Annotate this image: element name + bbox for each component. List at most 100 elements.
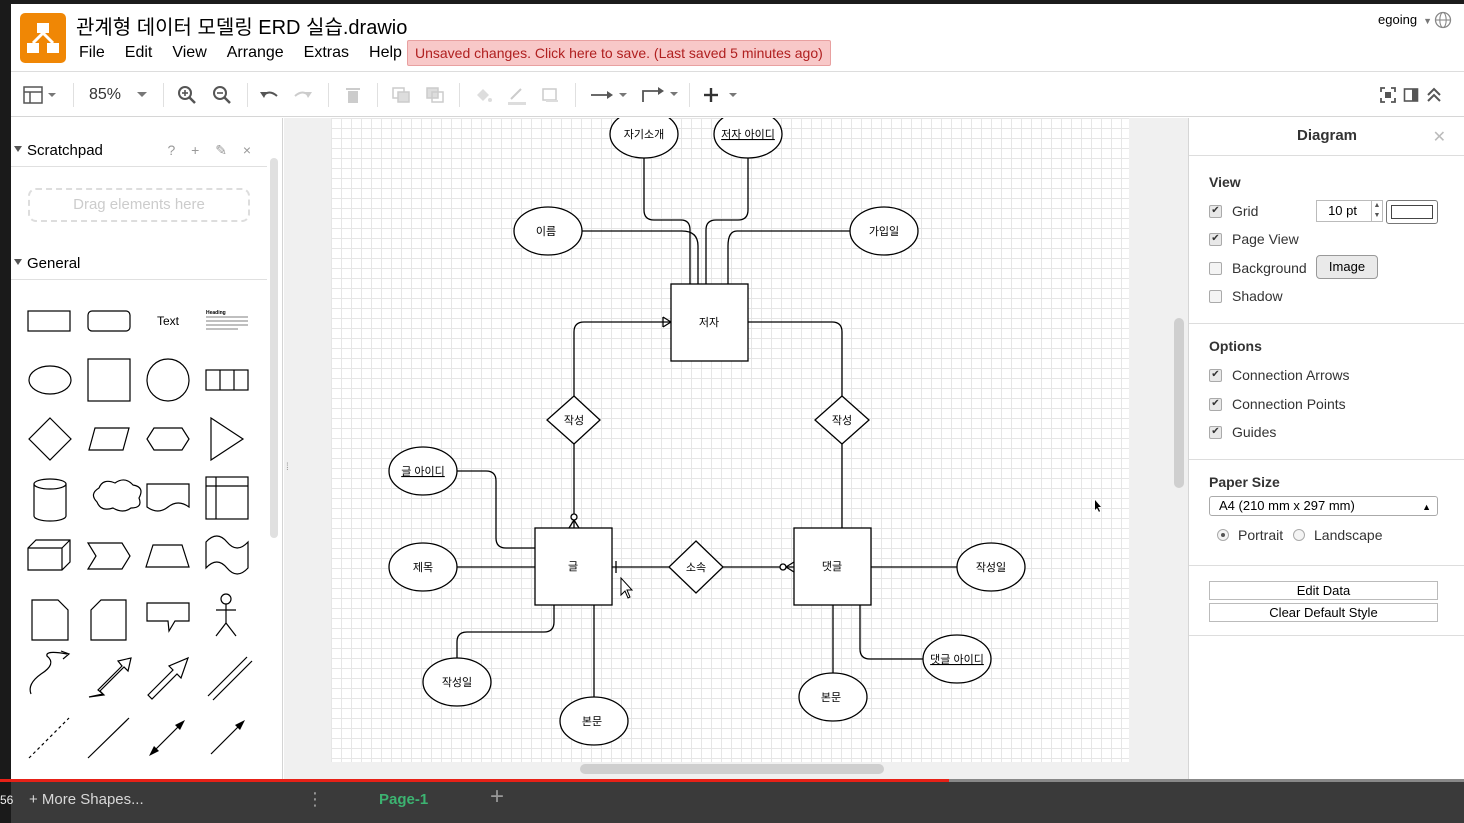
attr-comment-body-label: 본문: [821, 692, 841, 704]
shape-dashed-line: [28, 717, 70, 759]
shape-tape: [205, 535, 249, 575]
shadow-row[interactable]: Shadow: [1209, 286, 1283, 306]
relationship-write-right: [814, 395, 870, 445]
attr-author-id: [713, 118, 783, 159]
entity-post-label: 글: [568, 561, 578, 573]
zoom-dropdown-icon[interactable]: [135, 83, 149, 107]
attr-name: [513, 206, 583, 256]
shape-rounded-rectangle: [87, 310, 131, 332]
grid-size-input[interactable]: 10 pt: [1316, 200, 1372, 222]
portrait-radio[interactable]: Portrait: [1217, 527, 1283, 543]
attr-post-body: [559, 696, 629, 746]
connection-points-row[interactable]: ✔Connection Points: [1209, 394, 1346, 414]
zoom-out-icon[interactable]: [210, 83, 234, 107]
scratchpad-dropzone[interactable]: Drag elements here: [28, 188, 250, 222]
insert-icon[interactable]: [701, 83, 741, 107]
page-tab[interactable]: Page-1: [379, 791, 429, 808]
shape-parallelogram: [88, 427, 130, 451]
background-row[interactable]: Background: [1209, 258, 1307, 278]
menu-view[interactable]: View: [172, 44, 207, 61]
paper-size-select[interactable]: A4 (210 mm x 297 mm)▲: [1209, 496, 1438, 516]
connection-arrows-row[interactable]: ✔Connection Arrows: [1209, 365, 1350, 385]
diagram-page[interactable]: 저자 글 댓글 작성 작성 소속 자기소개 저자 아이디 이름 가입일 글 아이…: [331, 118, 1129, 762]
app-header: 관계형 데이터 모델링 ERD 실습.drawio File Edit View…: [11, 4, 1464, 72]
redo-icon[interactable]: [291, 83, 315, 107]
shape-internal-storage: [205, 476, 249, 520]
menu-arrange[interactable]: Arrange: [226, 44, 284, 61]
shape-document: [146, 483, 190, 512]
drawio-logo-icon[interactable]: [20, 13, 66, 63]
grid-row[interactable]: ✔Grid: [1209, 201, 1258, 221]
user-menu[interactable]: egoing▼: [1378, 12, 1432, 27]
shape-palette: Text Heading: [23, 294, 263, 767]
sidebar-resize-handle[interactable]: ⁞: [286, 462, 289, 473]
scratchpad-header[interactable]: Scratchpad ? + ✎ ×: [11, 133, 267, 167]
relationship-write-left-label: 작성: [564, 414, 584, 427]
add-page-icon[interactable]: +: [490, 783, 505, 810]
landscape-radio[interactable]: Landscape: [1293, 527, 1383, 543]
waypoints-icon[interactable]: [639, 83, 679, 107]
menu-extras[interactable]: Extras: [303, 44, 350, 61]
view-toggle-icon[interactable]: [21, 83, 59, 107]
zoom-level[interactable]: 85%: [89, 86, 122, 103]
shadow-label: Shadow: [1232, 288, 1283, 304]
collapse-icon[interactable]: [1424, 83, 1444, 107]
shadow-checkbox[interactable]: [1209, 289, 1222, 303]
connection-points-checkbox[interactable]: ✔: [1209, 397, 1222, 411]
document-title[interactable]: 관계형 데이터 모델링 ERD 실습.drawio: [76, 17, 408, 39]
grid-checkbox[interactable]: ✔: [1209, 204, 1222, 218]
attr-author-id-label: 저자 아이디: [721, 128, 775, 141]
edit-data-button[interactable]: Edit Data: [1209, 581, 1438, 600]
text-shape-label: Text: [157, 314, 180, 328]
portrait-radio-button[interactable]: [1217, 529, 1229, 541]
grid-color-button[interactable]: [1386, 200, 1438, 224]
video-top-bar: [0, 0, 1464, 4]
video-progress-played[interactable]: [0, 779, 949, 782]
menu-help[interactable]: Help: [369, 44, 402, 61]
globe-icon[interactable]: [1434, 11, 1452, 29]
pages-menu-icon[interactable]: ⋮: [306, 789, 324, 809]
delete-icon[interactable]: [341, 83, 365, 107]
to-front-icon[interactable]: [389, 83, 413, 107]
format-panel-icon[interactable]: [1401, 83, 1421, 107]
close-icon[interactable]: ✕: [1432, 129, 1446, 146]
clear-default-style-button[interactable]: Clear Default Style: [1209, 603, 1438, 622]
unsaved-changes-notice[interactable]: Unsaved changes. Click here to save. (La…: [407, 40, 831, 66]
scratchpad-tools[interactable]: ? + ✎ ×: [167, 142, 257, 158]
guides-checkbox[interactable]: ✔: [1209, 425, 1222, 439]
connection-arrows-checkbox[interactable]: ✔: [1209, 368, 1222, 382]
landscape-radio-button[interactable]: [1293, 529, 1305, 541]
landscape-label: Landscape: [1314, 527, 1383, 543]
zoom-in-icon[interactable]: [175, 83, 199, 107]
fullscreen-icon[interactable]: [1378, 83, 1398, 107]
grid-size-stepper-icon[interactable]: ▲▼: [1371, 200, 1383, 222]
shape-cylinder: [33, 484, 67, 522]
page-view-row[interactable]: ✔Page View: [1209, 229, 1299, 249]
menu-file[interactable]: File: [79, 44, 105, 61]
sidebar-scrollbar[interactable]: [270, 158, 278, 538]
fill-color-icon[interactable]: [471, 83, 495, 107]
image-button[interactable]: Image: [1316, 255, 1378, 279]
video-left-strip: [0, 0, 11, 823]
options-section-label: Options: [1209, 338, 1262, 354]
shape-triangle: [210, 416, 245, 462]
line-color-icon[interactable]: [505, 83, 529, 107]
connection-icon[interactable]: [588, 83, 628, 107]
page-view-checkbox[interactable]: ✔: [1209, 232, 1222, 246]
attr-intro: [609, 118, 679, 159]
more-shapes-button[interactable]: + More Shapes...: [29, 791, 144, 808]
shadow-icon[interactable]: [539, 83, 563, 107]
menu-edit[interactable]: Edit: [124, 44, 153, 61]
to-back-icon[interactable]: [423, 83, 447, 107]
video-progress-remaining[interactable]: [949, 779, 1464, 782]
canvas-horizontal-scrollbar[interactable]: [580, 764, 884, 774]
canvas-vertical-scrollbar[interactable]: [1174, 318, 1184, 488]
shapes-sidebar: Scratchpad ? + ✎ × Drag elements here Ge…: [11, 118, 283, 780]
general-header[interactable]: General: [11, 246, 267, 280]
guides-row[interactable]: ✔Guides: [1209, 422, 1276, 442]
undo-icon[interactable]: [257, 83, 281, 107]
background-checkbox[interactable]: [1209, 261, 1222, 275]
chevron-down-icon: ▼: [1423, 16, 1432, 26]
attr-comment-date-label: 작성일: [976, 560, 1006, 574]
heading-shape-label: Heading: [206, 310, 226, 316]
